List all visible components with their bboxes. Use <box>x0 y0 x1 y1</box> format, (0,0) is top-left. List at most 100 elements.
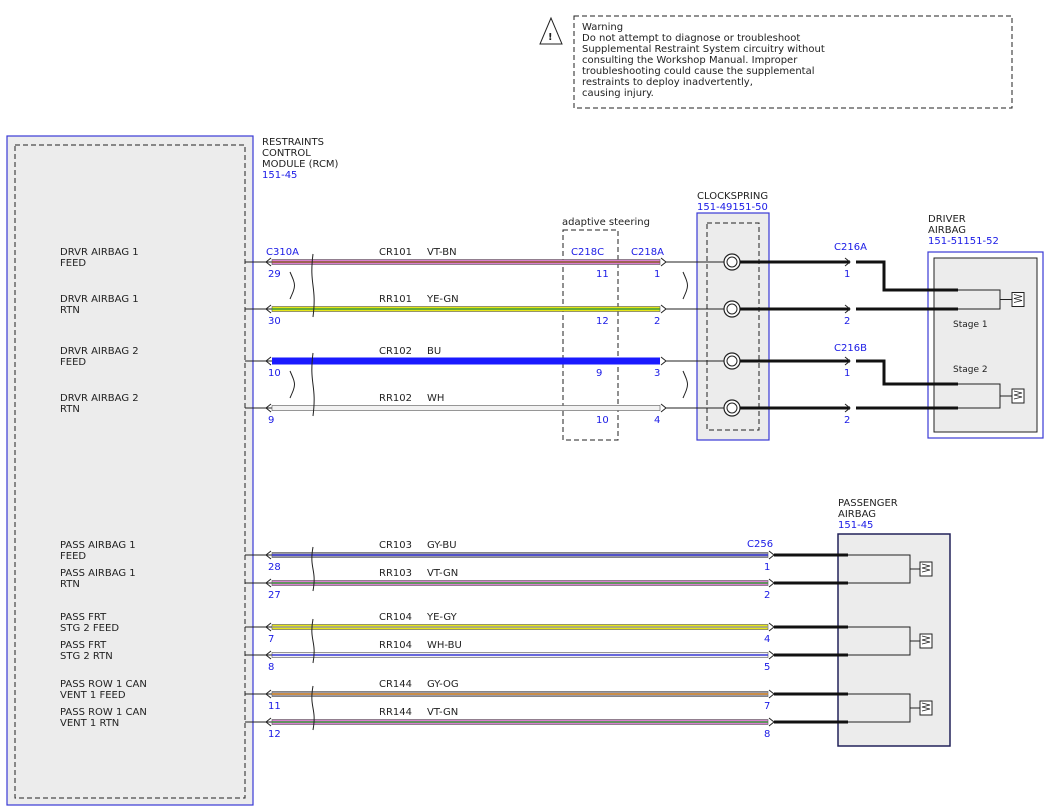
connector-arrow <box>660 304 667 314</box>
c218a-pin: 4 <box>654 415 660 426</box>
clockspring-coil-inner <box>726 402 738 414</box>
circuit-label: DRVR AIRBAG 2 <box>60 346 139 357</box>
stage-2-label: Stage 2 <box>953 365 988 375</box>
connector-arrow <box>265 257 272 267</box>
wire-color-code: BU <box>427 346 441 357</box>
clockspring-coil-inner <box>726 303 738 315</box>
wire-color-code: WH-BU <box>427 640 462 651</box>
wire-color-code: GY-OG <box>427 679 459 690</box>
driver-airbag-title: AIRBAG <box>928 225 966 236</box>
warning-line: Supplemental Restraint System circuitry … <box>582 44 825 55</box>
warning-line: consulting the Workshop Manual. Improper <box>582 55 798 66</box>
clockspring-coil <box>723 300 741 318</box>
clockspring-coil <box>723 352 741 370</box>
shorting-bar <box>289 370 295 399</box>
rcm-title: CONTROL <box>262 148 311 159</box>
connector-arrow <box>660 356 667 366</box>
shorting-bar <box>289 271 295 300</box>
c218c-pin: 11 <box>596 269 609 280</box>
connector-arrow <box>768 689 775 699</box>
circuit-label: FEED <box>60 551 86 562</box>
rcm-pin: 10 <box>268 368 281 379</box>
clockspring-coil <box>723 399 741 417</box>
circuit-number: RR104 <box>379 640 412 651</box>
circuit-number: CR104 <box>379 612 412 623</box>
c216-pin: 1 <box>844 269 850 280</box>
wire-color-code: YE-GY <box>426 612 458 623</box>
c218c-connector: C218C <box>571 247 604 258</box>
connector-arrow <box>265 622 272 632</box>
shorting-bar <box>682 370 688 399</box>
c218a-pin: 3 <box>654 368 660 379</box>
c216-pin: 2 <box>844 316 850 327</box>
wire <box>272 357 660 365</box>
circuit-label: RTN <box>60 305 80 316</box>
connector-arrow <box>265 650 272 660</box>
connector-arrow <box>844 356 851 366</box>
c256-pin: 2 <box>764 590 770 601</box>
connector-arrow <box>768 717 775 727</box>
rcm-pin: 9 <box>268 415 274 426</box>
rcm-connector: C310A <box>266 247 299 258</box>
warning-line: restraints to deploy inadvertently, <box>582 77 753 88</box>
circuit-label: PASS FRT <box>60 640 107 651</box>
circuit-label: DRVR AIRBAG 1 <box>60 294 139 305</box>
twisted-pair-mark <box>311 352 315 417</box>
squib-coil <box>921 635 931 645</box>
rcm-pin: 12 <box>268 729 281 740</box>
circuit-label: PASS ROW 1 CAN <box>60 679 147 690</box>
circuit-label: DRVR AIRBAG 1 <box>60 247 139 258</box>
stage-1-label: Stage 1 <box>953 320 988 330</box>
circuit-label: VENT 1 RTN <box>60 718 119 729</box>
circuit-label: PASS ROW 1 CAN <box>60 707 147 718</box>
warning-box: ! Warning Do not attempt to diagnose or … <box>539 15 1013 109</box>
circuit-label: RTN <box>60 404 80 415</box>
driver-airbag-ref: 151-51151-52 <box>928 236 999 247</box>
twisted-pair-mark <box>311 618 315 664</box>
rcm-pin: 27 <box>268 590 281 601</box>
warning-line: causing injury. <box>582 88 654 99</box>
connector-arrow <box>844 403 851 413</box>
circuit-number: RR101 <box>379 294 412 305</box>
c218c-pin: 9 <box>596 368 602 379</box>
shorting-bar <box>682 271 688 300</box>
circuit-label: DRVR AIRBAG 2 <box>60 393 139 404</box>
c218c-pin: 10 <box>596 415 609 426</box>
clockspring-ref: 151-49151-50 <box>697 202 768 213</box>
twisted-pair-mark <box>311 685 315 731</box>
adaptive-steering: adaptive steering C218C C218A <box>562 217 664 441</box>
warning-icon-mark: ! <box>548 32 553 43</box>
wire-color-code: WH <box>427 393 444 404</box>
connector-arrow <box>265 403 272 413</box>
circuit-number: RR103 <box>379 568 412 579</box>
c216-pin: 1 <box>844 368 850 379</box>
twisted-pair-mark <box>311 253 315 318</box>
circuit-label: FEED <box>60 258 86 269</box>
clockspring-coil-inner <box>726 355 738 367</box>
circuit-number: RR102 <box>379 393 412 404</box>
warning-title: Warning <box>582 22 623 33</box>
c256-pin: 5 <box>764 662 770 673</box>
circuit-number: CR144 <box>379 679 412 690</box>
airbag-lead <box>856 260 958 292</box>
connector-arrow <box>265 689 272 699</box>
wire-color-code: VT-BN <box>427 247 457 258</box>
squib-coil <box>921 563 931 573</box>
squib-coil <box>921 702 931 712</box>
c256-pin: 4 <box>764 634 770 645</box>
passenger-airbag-ref: 151-45 <box>838 520 873 531</box>
connector-arrow <box>265 550 272 560</box>
c216a-connector: C216A <box>834 242 867 253</box>
rcm-pin: 29 <box>268 269 281 280</box>
rcm-ref: 151-45 <box>262 170 297 181</box>
connector-arrow <box>265 717 272 727</box>
wire-color-code: YE-GN <box>426 294 459 305</box>
